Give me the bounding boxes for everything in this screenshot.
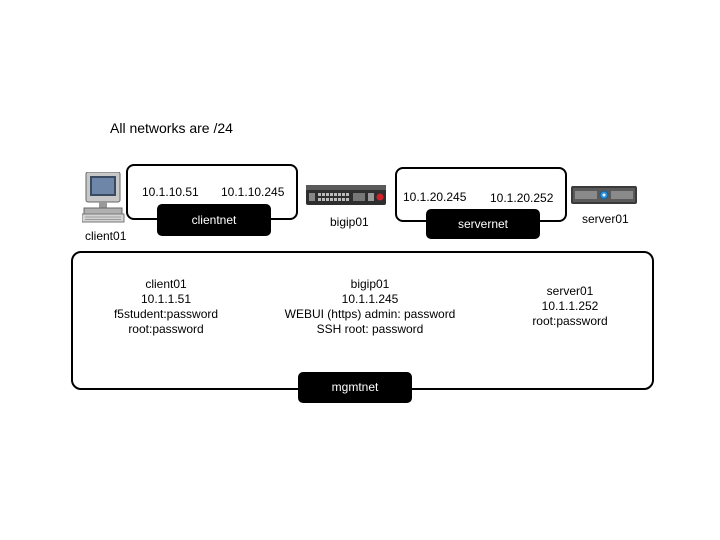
client-device-label: client01	[85, 229, 127, 243]
bigip-mgmt-ip: 10.1.1.245	[341, 292, 399, 306]
rack-server-icon	[571, 186, 637, 204]
bigip-mgmt-name: bigip01	[350, 277, 390, 291]
bigip-mgmt-ssh: SSH root: password	[316, 322, 424, 336]
bigip-mgmt-webui: WEBUI (https) admin: password	[284, 307, 456, 321]
mgmtnet-label: mgmtnet	[298, 372, 412, 403]
client-mgmt-info: client01 10.1.1.51 f5student:password ro…	[96, 277, 236, 337]
networks-note: All networks are /24	[110, 120, 233, 136]
clientnet-ip-client: 10.1.10.51	[142, 185, 199, 199]
servernet-ip-server: 10.1.20.252	[490, 191, 554, 205]
bigip-mgmt-info: bigip01 10.1.1.245 WEBUI (https) admin: …	[270, 277, 470, 337]
network-appliance-icon	[306, 185, 386, 205]
servernet-ip-bigip: 10.1.20.245	[403, 190, 467, 204]
desktop-computer-icon	[82, 172, 125, 223]
client-mgmt-cred-1: f5student:password	[113, 307, 219, 321]
servernet-label: servernet	[426, 209, 540, 239]
clientnet-label: clientnet	[157, 204, 271, 236]
bigip-device-label: bigip01	[330, 215, 369, 229]
client-mgmt-cred-2: root:password	[128, 322, 204, 336]
client-mgmt-ip: 10.1.1.51	[140, 292, 192, 306]
server-mgmt-ip: 10.1.1.252	[541, 299, 599, 313]
clientnet-ip-bigip: 10.1.10.245	[221, 185, 285, 199]
server-mgmt-name: server01	[546, 284, 594, 298]
server-mgmt-info: server01 10.1.1.252 root:password	[510, 284, 630, 329]
server-mgmt-cred: root:password	[532, 314, 608, 328]
client-mgmt-name: client01	[145, 277, 187, 291]
server-device-label: server01	[582, 212, 629, 226]
